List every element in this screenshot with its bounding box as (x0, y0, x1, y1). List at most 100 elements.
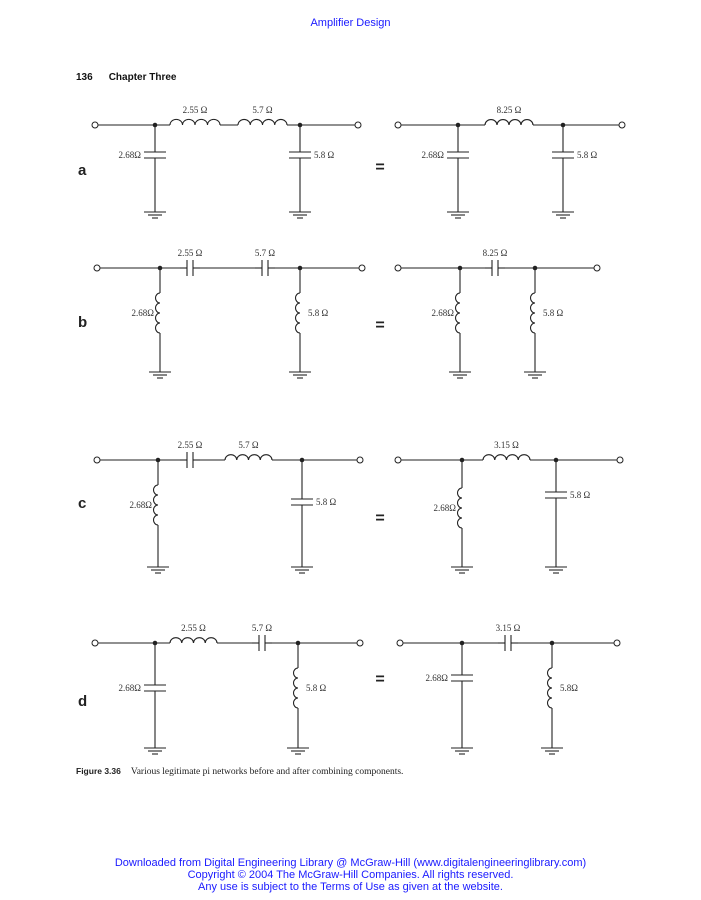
shunt-capacitor: 5.8 Ω (545, 460, 591, 574)
series-value-label: 5.7 Ω (252, 623, 273, 633)
series-inductor: 5.7 Ω (224, 440, 273, 461)
terminal-icon (396, 639, 404, 647)
series-inductor: 2.55 Ω (169, 105, 221, 126)
shunt-value-label: 5.8 Ω (316, 497, 337, 507)
circuit-letter-label: d (78, 693, 87, 710)
inductor-coil (155, 292, 161, 334)
shunt-value-label: 2.68Ω (434, 503, 457, 513)
original-network: 2.55 Ω 5.7 Ω 2.68Ω 5.8 Ω (93, 440, 364, 574)
terminal-icon (618, 121, 626, 129)
series-value-label: 2.55 Ω (178, 440, 203, 450)
series-value-label: 5.7 Ω (252, 105, 273, 115)
shunt-inductor: 5.8 Ω (524, 268, 564, 379)
chapter-title: Chapter Three (108, 72, 177, 83)
shunt-value-label: 5.8 Ω (308, 308, 329, 318)
inductor-coil (547, 667, 553, 709)
series-value-label: 5.7 Ω (238, 440, 259, 450)
ground-icon (545, 566, 567, 574)
inductor-coil (224, 454, 273, 461)
shunt-capacitor: 2.68Ω (119, 643, 166, 755)
ground-icon (287, 747, 309, 755)
series-capacitor: 2.55 Ω (178, 248, 203, 276)
series-inductor: 3.15 Ω (482, 440, 531, 461)
series-inductor: 2.55 Ω (169, 623, 218, 644)
combined-network: 8.25 Ω 2.68Ω 5.8 Ω (394, 248, 601, 379)
shunt-value-label: 5.8 Ω (306, 683, 327, 693)
ground-icon (541, 747, 563, 755)
shunt-inductor: 2.68Ω (130, 460, 169, 574)
inductor-coil (295, 292, 301, 334)
shunt-value-label: 5.8 Ω (543, 308, 564, 318)
shunt-capacitor: 5.8 Ω (291, 460, 337, 574)
series-inductor: 8.25 Ω (484, 105, 534, 126)
terminal-icon (616, 456, 624, 464)
figure-caption: Figure 3.36 Various legitimate pi network… (76, 766, 403, 777)
caption-text: Various legitimate pi networks before an… (130, 767, 404, 777)
inductor-coil (169, 118, 221, 126)
circuit-letter-label: a (78, 162, 87, 179)
shunt-capacitor: 2.68Ω (119, 125, 166, 219)
inductor-coil (237, 118, 288, 126)
series-capacitor: 3.15 Ω (496, 623, 521, 651)
ground-icon (291, 566, 313, 574)
terminal-icon (356, 456, 364, 464)
ground-icon (149, 371, 171, 379)
ground-icon (144, 211, 166, 219)
shunt-value-label: 2.68Ω (432, 308, 455, 318)
terminal-icon (593, 264, 601, 272)
original-network: 2.55 Ω 5.7 Ω 2.68Ω 5.8 Ω (91, 623, 364, 755)
terminal-icon (91, 639, 99, 647)
circuit-letter-label: b (78, 314, 87, 331)
page-header-title[interactable]: Amplifier Design (310, 17, 391, 29)
equals-sign: = (375, 317, 384, 334)
ground-icon (147, 566, 169, 574)
shunt-capacitor: 2.68Ω (426, 643, 473, 755)
ground-icon (552, 211, 574, 219)
shunt-value-label: 5.8 Ω (577, 150, 598, 160)
equals-sign: = (375, 671, 384, 688)
series-capacitor: 5.7 Ω (252, 623, 273, 651)
series-capacitor: 2.55 Ω (178, 440, 203, 468)
inductor-coil (169, 637, 218, 644)
equals-sign: = (375, 159, 384, 176)
terminal-icon (394, 456, 402, 464)
combined-network: 3.15 Ω 2.68Ω 5.8Ω (396, 623, 621, 755)
circuit-letter-label: c (78, 495, 86, 512)
ground-icon (449, 371, 471, 379)
ground-icon (447, 211, 469, 219)
terminal-icon (358, 264, 366, 272)
shunt-value-label: 2.68Ω (130, 500, 153, 510)
series-value-label: 2.55 Ω (181, 623, 206, 633)
series-value-label: 3.15 Ω (496, 623, 521, 633)
running-head: 136 Chapter Three (76, 72, 192, 83)
shunt-value-label: 2.68Ω (119, 683, 142, 693)
footer-copyright: Copyright © 2004 The McGraw-Hill Compani… (187, 869, 514, 881)
series-value-label: 3.15 Ω (494, 440, 519, 450)
combined-network: 3.15 Ω 2.68Ω 5.8 Ω (394, 440, 624, 574)
shunt-value-label: 2.68Ω (119, 150, 142, 160)
shunt-inductor: 5.8 Ω (289, 268, 329, 379)
footer-download-link[interactable]: Downloaded from Digital Engineering Libr… (114, 857, 587, 869)
shunt-capacitor: 5.8 Ω (552, 125, 598, 219)
terminal-icon (354, 121, 362, 129)
inductor-coil (153, 484, 159, 526)
ground-icon (144, 747, 166, 755)
series-value-label: 8.25 Ω (483, 248, 508, 258)
terminal-icon (613, 639, 621, 647)
shunt-value-label: 5.8Ω (560, 683, 578, 693)
ground-icon (289, 211, 311, 219)
caption-label: Figure 3.36 (76, 766, 121, 776)
page-number: 136 (76, 72, 93, 83)
terminal-icon (394, 264, 402, 272)
ground-icon (451, 566, 473, 574)
inductor-coil (455, 292, 461, 334)
equals-sign: = (375, 510, 384, 527)
ground-icon (289, 371, 311, 379)
series-capacitor: 8.25 Ω (483, 248, 508, 276)
